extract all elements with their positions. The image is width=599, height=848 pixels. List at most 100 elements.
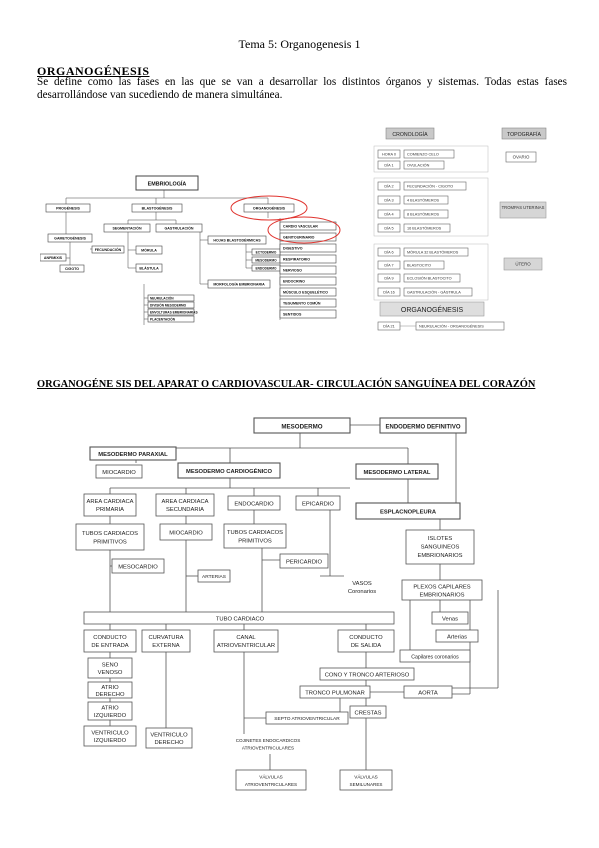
svg-text:DÍA 9: DÍA 9 bbox=[384, 276, 393, 280]
svg-text:ARTERIAS: ARTERIAS bbox=[202, 574, 226, 580]
svg-text:VENTRICULO: VENTRICULO bbox=[91, 731, 129, 737]
svg-text:ISLOTES: ISLOTES bbox=[428, 536, 453, 542]
svg-text:CONDUCTO: CONDUCTO bbox=[349, 635, 383, 641]
highlight-circle-cardiovascular bbox=[267, 216, 341, 244]
svg-text:ATRIO: ATRIO bbox=[101, 685, 119, 691]
svg-text:MÚSCULO ESQUELÉTICO: MÚSCULO ESQUELÉTICO bbox=[283, 290, 328, 295]
svg-text:Arterias: Arterias bbox=[447, 635, 467, 641]
svg-text:8 BLASTÓMEROS: 8 BLASTÓMEROS bbox=[407, 211, 440, 216]
node-embriologia: EMBRIOLOGÍA bbox=[135, 175, 199, 191]
node-conducto-entrada: CONDUCTO DE ENTRADA bbox=[83, 629, 137, 653]
node-valvulas-atrioventriculares: VÁLVULAS ATRIOVENTRICULARES bbox=[235, 769, 307, 791]
node-venas: Venas bbox=[431, 611, 469, 625]
system-item: CARDIO VASCULAR bbox=[279, 221, 337, 231]
timeline-event: OVULACIÓN bbox=[403, 160, 445, 170]
svg-text:TUBOS CARDIACOS: TUBOS CARDIACOS bbox=[227, 530, 283, 536]
svg-text:TRONCO PULMONAR: TRONCO PULMONAR bbox=[305, 691, 365, 697]
svg-text:IZQUIERDO: IZQUIERDO bbox=[94, 738, 127, 744]
timeline-day: DÍA 3 bbox=[377, 195, 401, 205]
node-plexos-capilares: PLEXOS CAPILARES EMBRIONARIOS bbox=[401, 579, 483, 601]
node-mesocardio: MESOCARDIO bbox=[111, 558, 165, 574]
svg-text:MÓRULA: MÓRULA bbox=[141, 248, 157, 253]
timeline-day: DÍA 1 bbox=[377, 160, 401, 170]
svg-text:GAMETOGÉNESIS: GAMETOGÉNESIS bbox=[54, 236, 86, 241]
timeline-day: DÍA 5 bbox=[377, 223, 401, 233]
svg-text:DERECHO: DERECHO bbox=[96, 692, 125, 698]
highlight-circle-organogenesis bbox=[230, 195, 308, 221]
node-islotes-sanguineos: ISLOTES SANGUINEOS EMBRIONARIOS bbox=[405, 529, 475, 565]
node-seno-venoso: SENO VENOSO bbox=[87, 657, 133, 679]
svg-text:4 BLASTÓMEROS: 4 BLASTÓMEROS bbox=[407, 197, 440, 202]
svg-text:DÍA 21: DÍA 21 bbox=[383, 324, 394, 328]
svg-text:AREA CARDIACA: AREA CARDIACA bbox=[161, 499, 208, 505]
svg-text:ATRIOVENTRICULARES: ATRIOVENTRICULARES bbox=[242, 746, 294, 751]
svg-text:VÁLVULAS: VÁLVULAS bbox=[259, 774, 282, 780]
timeline-event: 4 BLASTÓMEROS bbox=[403, 195, 449, 205]
svg-text:PERICARDIO: PERICARDIO bbox=[286, 560, 323, 566]
chronology-diagram: CRONOLOGÍA TOPOGRAFÍA HORA 0 COMIENZO CE… bbox=[370, 124, 560, 336]
node-anfimixis: ANFIMIXIS bbox=[40, 253, 67, 262]
svg-text:TROMPAS UTERINAS: TROMPAS UTERINAS bbox=[502, 205, 545, 210]
svg-text:HOJAS BLASTODÉRMICAS: HOJAS BLASTODÉRMICAS bbox=[213, 238, 261, 243]
timeline-event: COMIENZO CELO bbox=[403, 149, 455, 159]
system-item: RESPIRATORIO bbox=[279, 254, 337, 264]
svg-text:DÍA 16: DÍA 16 bbox=[383, 290, 394, 294]
svg-text:MESODERMO CARDIOGÉNICO: MESODERMO CARDIOGÉNICO bbox=[186, 467, 272, 475]
node-cojinetes-endocardicos: COJINETES ENDOCARDICOS ATRIOVENTRICULARE… bbox=[222, 734, 314, 754]
node-area-cardiaca-secundaria: AREA CARDIACA SECUNDARIA bbox=[155, 493, 215, 517]
node-pericardio: PERICARDIO bbox=[279, 553, 329, 569]
svg-text:OVULACIÓN: OVULACIÓN bbox=[407, 162, 430, 167]
node-vasos-coronarios: VASOS Coronarios bbox=[344, 574, 380, 596]
svg-text:MESODERMO: MESODERMO bbox=[281, 424, 322, 431]
svg-text:CIGOTO: CIGOTO bbox=[65, 267, 79, 271]
node-conducto-salida: CONDUCTO DE SALIDA bbox=[337, 629, 395, 653]
svg-text:Coronarios: Coronarios bbox=[348, 589, 376, 595]
node-division-mesodermo: DIVISIÓN MESODERMO bbox=[147, 301, 195, 309]
node-septo-atrioventricular: SEPTO ATRIOVENTRICULAR bbox=[265, 711, 349, 725]
svg-text:NEURULACIÓN: NEURULACIÓN bbox=[150, 295, 174, 300]
svg-text:TUBO CARDIACO: TUBO CARDIACO bbox=[216, 617, 265, 623]
system-item: DIGESTIVO bbox=[279, 243, 337, 253]
svg-text:EMBRIONARIOS: EMBRIONARIOS bbox=[417, 553, 462, 559]
node-morfologia-embrionaria: MORFOLOGÍA EMBRIONARIA bbox=[207, 279, 271, 289]
svg-text:ATRIOVENTRICULAR: ATRIOVENTRICULAR bbox=[217, 643, 275, 649]
svg-text:DIVISIÓN MESODERMO: DIVISIÓN MESODERMO bbox=[150, 302, 187, 307]
svg-text:MESODERMO: MESODERMO bbox=[255, 258, 277, 262]
node-esplacnopleura: ESPLACNOPLEURA bbox=[355, 502, 461, 520]
timeline-day: DÍA 4 bbox=[377, 209, 401, 219]
node-valvulas-semilunares: VÁLVULAS SEMILUNARES bbox=[339, 769, 393, 791]
system-item: SENTIDOS bbox=[279, 309, 337, 319]
node-atrio-izquierdo: ATRIO IZQUIERDO bbox=[87, 701, 133, 721]
svg-text:TOPOGRAFÍA: TOPOGRAFÍA bbox=[507, 131, 541, 138]
svg-text:ATRIO: ATRIO bbox=[101, 706, 119, 712]
svg-text:BLÁSTULA: BLÁSTULA bbox=[139, 266, 159, 271]
svg-text:ECLOSIÓN BLASTOCITO: ECLOSIÓN BLASTOCITO bbox=[407, 275, 452, 280]
node-gametogenesis: GAMETOGÉNESIS bbox=[47, 233, 93, 243]
svg-text:AORTA: AORTA bbox=[418, 691, 438, 697]
system-item: NERVIOSO bbox=[279, 265, 337, 275]
svg-text:CANAL: CANAL bbox=[236, 635, 256, 641]
node-envolturas-embrionarias: ENVOLTURAS EMBRIONARIAS bbox=[147, 308, 198, 316]
node-mesodermo-lateral: MESODERMO LATERAL bbox=[355, 463, 439, 480]
svg-text:PRIMARIA: PRIMARIA bbox=[96, 507, 124, 513]
svg-text:ÚTERO: ÚTERO bbox=[515, 262, 531, 267]
node-mesodermo: MESODERMO bbox=[253, 417, 351, 434]
svg-text:ENDOCRINO: ENDOCRINO bbox=[283, 280, 305, 284]
svg-text:ESPLACNOPLEURA: ESPLACNOPLEURA bbox=[380, 510, 437, 516]
intro-paragraph: Se define como las fases en las que se v… bbox=[37, 76, 567, 101]
svg-text:DE ENTRADA: DE ENTRADA bbox=[91, 643, 128, 649]
svg-text:PLACENTACIÓN: PLACENTACIÓN bbox=[150, 316, 176, 321]
node-arterias-small: ARTERIAS bbox=[197, 569, 231, 583]
svg-text:ENDODERMO DEFINITIVO: ENDODERMO DEFINITIVO bbox=[385, 425, 460, 431]
node-tronco-pulmonar: TRONCO PULMONAR bbox=[299, 685, 371, 699]
page-header: Tema 5: Organogenesis 1 bbox=[238, 37, 361, 51]
svg-text:ATRIOVENTRICULARES: ATRIOVENTRICULARES bbox=[245, 782, 297, 787]
svg-text:MESODERMO LATERAL: MESODERMO LATERAL bbox=[364, 470, 431, 476]
node-hojas-blastodermicas: HOJAS BLASTODÉRMICAS bbox=[207, 235, 267, 245]
topography-utero: ÚTERO bbox=[503, 257, 543, 271]
system-item: TEGUMENTO COMÚN bbox=[279, 298, 337, 308]
svg-text:FECUNDACIÓN: FECUNDACIÓN bbox=[95, 247, 122, 252]
svg-text:DÍA 5: DÍA 5 bbox=[384, 226, 393, 230]
svg-text:CRONOLOGÍA: CRONOLOGÍA bbox=[392, 131, 428, 138]
node-blastogenesis: BLASTOGÉNESIS bbox=[131, 203, 183, 213]
